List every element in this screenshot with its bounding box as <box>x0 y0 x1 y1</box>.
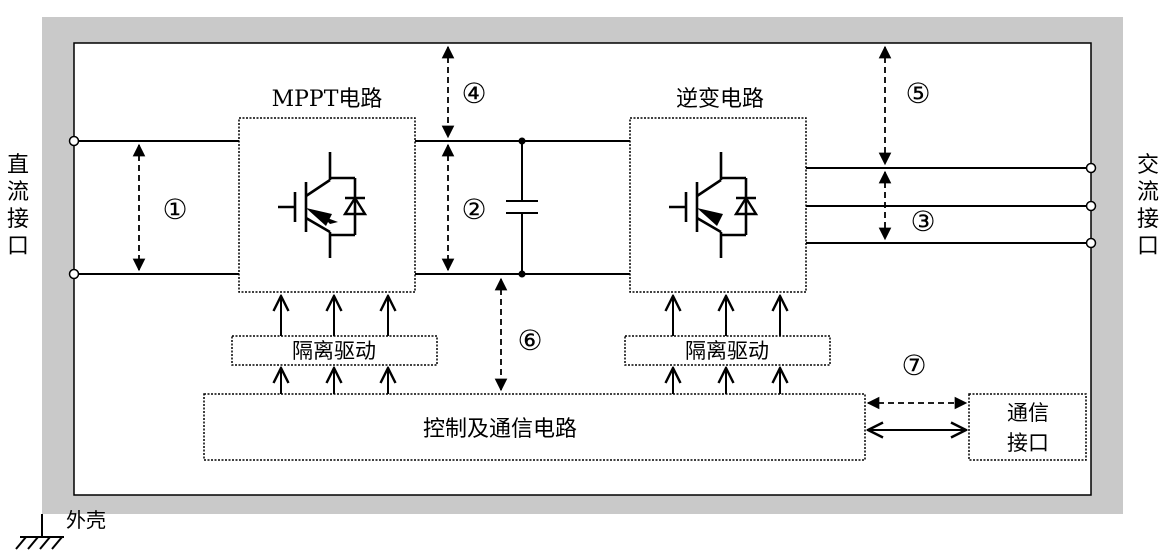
isolation-markers: ① ② ③ ④ ⑤ ⑥ ⑦ <box>162 77 935 382</box>
svg-text:交: 交 <box>1137 153 1159 178</box>
comm-port-label-line2: 接口 <box>1007 431 1049 455</box>
isolation-driver-right-label: 隔离驱动 <box>685 339 769 363</box>
svg-text:接: 接 <box>1137 207 1159 232</box>
drive-arrows <box>281 296 780 336</box>
marker-5: ⑤ <box>905 77 930 110</box>
control-arrows <box>281 368 780 394</box>
isolation-arrows <box>132 45 892 392</box>
comm-port-label-line1: 通信 <box>1007 401 1049 425</box>
terminals <box>68 135 1097 280</box>
isolation-driver-left-label: 隔离驱动 <box>292 339 376 363</box>
marker-3: ③ <box>910 205 935 238</box>
svg-text:口: 口 <box>7 234 29 259</box>
control-circuit-label: 控制及通信电路 <box>423 417 577 442</box>
svg-text:接: 接 <box>7 207 29 232</box>
igbt-symbol <box>278 152 368 258</box>
mppt-block <box>238 117 416 293</box>
dc-bus <box>74 137 630 278</box>
ac-bus <box>806 167 1091 244</box>
dc-port-label: 直 流 接 口 <box>7 153 29 259</box>
svg-text:直: 直 <box>7 153 29 178</box>
ac-port-label: 交 流 接 口 <box>1137 153 1159 259</box>
marker-4: ④ <box>461 77 486 110</box>
svg-text:口: 口 <box>1137 234 1159 259</box>
marker-2: ② <box>461 193 486 226</box>
comm-port-box <box>968 393 1087 461</box>
marker-1: ① <box>162 193 187 226</box>
inverter-title: 逆变电路 <box>676 87 764 112</box>
control-circuit-box <box>203 393 866 461</box>
inverter-block <box>629 117 807 293</box>
marker-6: ⑥ <box>517 324 542 357</box>
igbt-symbol <box>669 152 759 258</box>
enclosure-label: 外壳 <box>66 508 106 532</box>
marker-7: ⑦ <box>901 349 926 382</box>
isolation-driver-right-box <box>624 335 831 366</box>
isolation-driver-left-box <box>231 335 438 366</box>
ground-icon <box>15 514 64 550</box>
mppt-title: MPPT电路 <box>272 87 383 112</box>
svg-text:流: 流 <box>1137 180 1159 205</box>
svg-text:流: 流 <box>7 180 29 205</box>
